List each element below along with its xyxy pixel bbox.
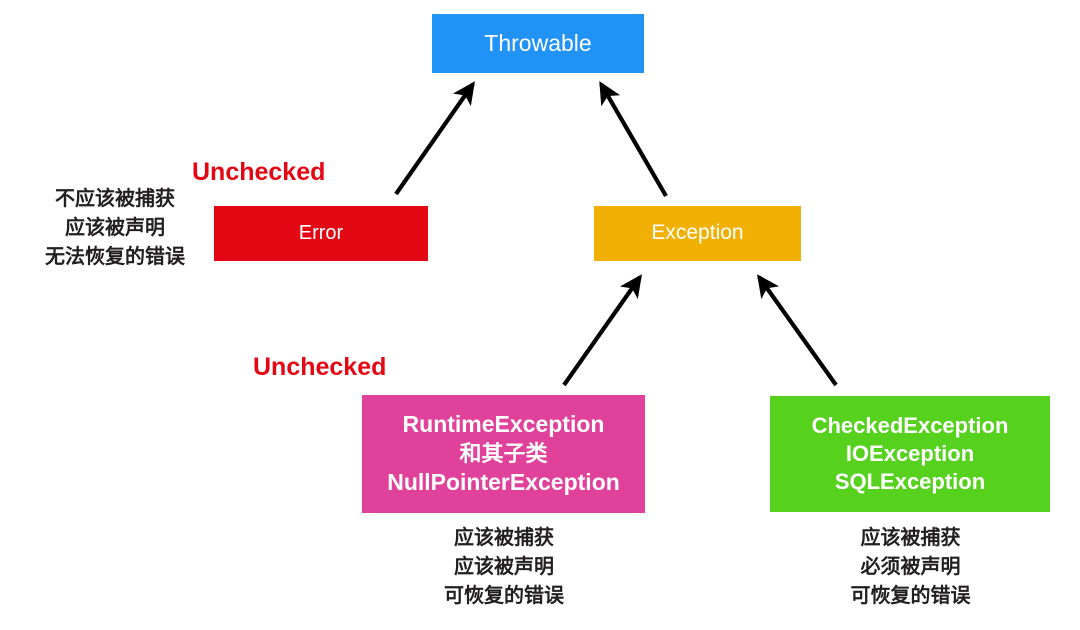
- node-runtime-exception-line3: NullPointerException: [387, 469, 620, 496]
- notes-error: 不应该被捕获 应该被声明 无法恢复的错误: [20, 185, 210, 272]
- node-checked-exception-line1: CheckedException: [811, 412, 1009, 438]
- node-runtime-exception-line1: RuntimeException: [402, 411, 605, 438]
- label-unchecked-runtime: Unchecked: [253, 353, 387, 381]
- node-throwable[interactable]: Throwable: [432, 14, 644, 73]
- notes-checked-exception-line2: 必须被声明: [860, 556, 961, 578]
- node-error-label: Error: [298, 221, 344, 244]
- notes-checked-exception: 应该被捕获 必须被声明 可恢复的错误: [778, 524, 1043, 611]
- notes-runtime-exception-line1: 应该被捕获: [454, 527, 554, 549]
- node-exception-label: Exception: [651, 221, 744, 245]
- notes-error-line3: 无法恢复的错误: [45, 246, 185, 268]
- notes-error-line1: 不应该被捕获: [55, 188, 175, 210]
- node-throwable-label: Throwable: [484, 29, 592, 56]
- edge-checked-to-exception: [757, 274, 838, 387]
- label-unchecked-error: Unchecked: [192, 158, 326, 186]
- node-checked-exception[interactable]: CheckedException IOException SQLExceptio…: [770, 396, 1050, 512]
- node-error[interactable]: Error: [214, 206, 428, 261]
- node-checked-exception-line2: IOException: [845, 440, 975, 466]
- edge-runtime-to-exception: [562, 274, 642, 387]
- notes-error-line2: 应该被声明: [65, 217, 165, 239]
- edge-error-to-throwable: [394, 81, 475, 196]
- notes-runtime-exception-line2: 应该被声明: [454, 556, 554, 578]
- notes-runtime-exception-line3: 可恢复的错误: [444, 585, 564, 607]
- node-runtime-exception[interactable]: RuntimeException 和其子类 NullPointerExcepti…: [362, 395, 645, 513]
- node-runtime-exception-line2: 和其子类: [459, 440, 548, 466]
- edge-exception-to-throwable: [599, 81, 668, 198]
- notes-checked-exception-line3: 可恢复的错误: [850, 585, 971, 607]
- node-checked-exception-line3: SQLException: [834, 469, 986, 495]
- node-exception[interactable]: Exception: [594, 206, 801, 261]
- notes-runtime-exception: 应该被捕获 应该被声明 可恢复的错误: [368, 524, 640, 611]
- notes-checked-exception-line1: 应该被捕获: [860, 527, 961, 549]
